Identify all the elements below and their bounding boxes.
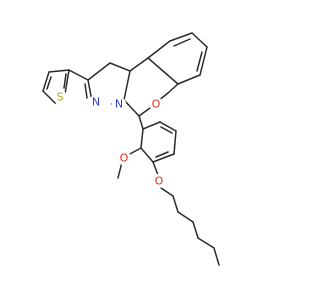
bond xyxy=(192,221,199,239)
atom-labels: S N N O O O xyxy=(53,90,166,188)
bond xyxy=(177,211,194,223)
bond xyxy=(138,115,144,130)
bond xyxy=(197,237,215,249)
oxygen-methoxy-atom: O xyxy=(117,151,131,165)
oxygen-ether-label: O xyxy=(155,175,164,188)
bond xyxy=(42,90,56,104)
bond xyxy=(169,32,193,42)
nitrogen-left-atom: N xyxy=(89,95,103,109)
bond xyxy=(140,128,144,149)
bond xyxy=(87,79,92,97)
bond xyxy=(199,46,208,76)
bond xyxy=(172,195,179,213)
bond xyxy=(196,51,203,72)
sulfur-atom: S xyxy=(53,90,67,104)
bond xyxy=(159,121,177,132)
bond xyxy=(127,147,142,156)
nitrogen-right-atom: N xyxy=(112,97,126,111)
bond xyxy=(167,83,179,94)
bond xyxy=(48,69,70,73)
bonds xyxy=(42,32,220,266)
bond xyxy=(84,83,88,99)
bond xyxy=(177,74,201,85)
bond xyxy=(142,121,161,130)
oxygen-ether-atom: O xyxy=(152,174,166,188)
nitrogen-right-label: N xyxy=(115,98,123,111)
bond xyxy=(109,62,131,72)
bond xyxy=(152,153,175,163)
bond xyxy=(64,69,70,95)
bond xyxy=(117,161,123,179)
bond xyxy=(138,107,151,117)
sulfur-label: S xyxy=(57,91,64,104)
bond xyxy=(213,247,220,266)
bond xyxy=(173,130,177,155)
bond xyxy=(42,71,50,92)
bond xyxy=(63,73,67,89)
bond xyxy=(191,32,208,48)
bond xyxy=(46,76,52,90)
bond xyxy=(160,187,174,197)
bond xyxy=(173,38,191,47)
molecule-structure: S N N O O O xyxy=(42,32,220,266)
bond xyxy=(147,57,179,85)
bond xyxy=(152,161,159,176)
nitrogen-left-label: N xyxy=(92,96,100,109)
bond xyxy=(123,70,131,101)
bond xyxy=(155,151,169,158)
oxygen-ring-label: O xyxy=(152,98,161,111)
bond xyxy=(140,147,154,163)
bond xyxy=(129,57,149,72)
bond xyxy=(87,62,111,81)
bond xyxy=(147,40,171,59)
bond xyxy=(68,69,89,81)
oxygen-ring-atom: O xyxy=(149,97,163,111)
bond xyxy=(123,99,140,117)
bond xyxy=(160,126,173,134)
oxygen-methoxy-label: O xyxy=(120,152,129,165)
